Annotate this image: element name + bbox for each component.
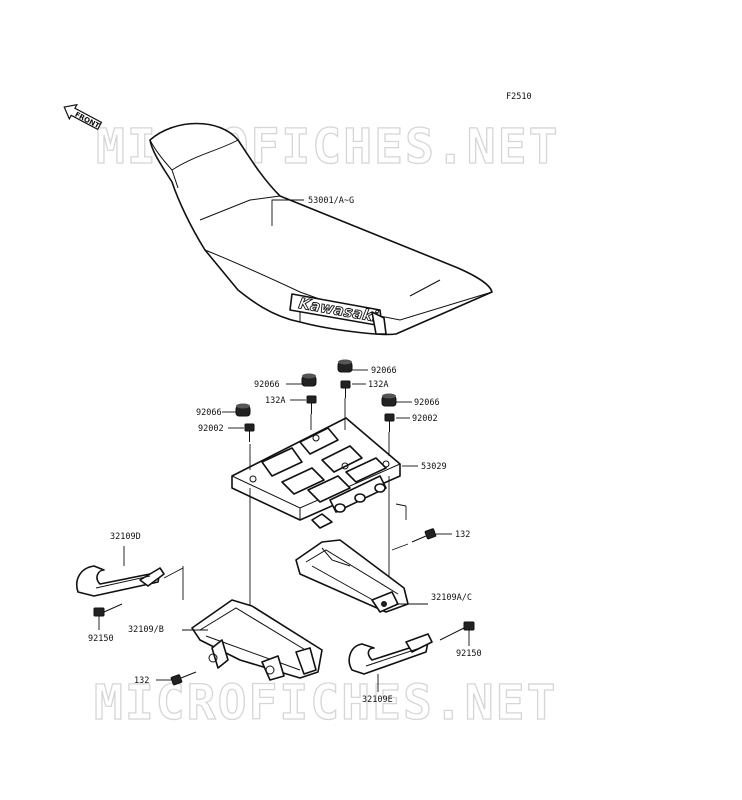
label-cap-left-upper: 92066 (254, 380, 280, 390)
cap-92066-right (381, 393, 397, 407)
label-handle-left: 32109D (110, 532, 141, 542)
bolt-92002-left (244, 423, 255, 442)
front-arrow-icon: FRONT (63, 103, 103, 131)
bracket-right (295, 539, 409, 613)
bolt-92002-right (384, 413, 395, 432)
cap-92066-left (235, 403, 251, 417)
label-132-left: 132 (134, 676, 149, 686)
bolt-132-left (170, 671, 197, 686)
watermark-bottom: MICROFICHES.NET (94, 675, 557, 731)
cap-92066-mid-left (301, 373, 317, 387)
label-bracket-right: 32109A/C (431, 593, 472, 603)
carrier-plate (231, 417, 401, 529)
bolt-92150-left (93, 603, 123, 617)
handle-right (348, 633, 433, 675)
bolt-132a-right (340, 380, 351, 398)
label-carrier: 53029 (421, 462, 447, 472)
diagram-code: F2510 (506, 92, 532, 102)
label-92150-right: 92150 (456, 649, 482, 659)
label-bracket-left: 32109/B (128, 625, 164, 635)
label-seat: 53001/A~G (308, 196, 354, 206)
label-92002-left: 92002 (198, 424, 224, 434)
label-handle-right: 32109E (362, 695, 393, 705)
seat: Kawasaki (149, 122, 493, 336)
handle-left (76, 565, 165, 597)
label-cap-mid-right: 92066 (414, 398, 440, 408)
label-92002-right: 92002 (412, 414, 438, 424)
label-cap-top: 92066 (371, 366, 397, 376)
label-92150-left: 92150 (88, 634, 114, 644)
label-132-right: 132 (455, 530, 470, 540)
cap-92066-top (337, 359, 353, 373)
label-cap-left-lower: 92066 (196, 408, 222, 418)
label-132a-left: 132A (265, 396, 285, 406)
front-arrow-label: FRONT (73, 111, 101, 131)
label-132a-right: 132A (368, 380, 388, 390)
bracket-left (191, 599, 323, 681)
bolt-132a-left (306, 395, 317, 414)
bolt-92150-right (439, 621, 475, 641)
bolt-132-right (411, 528, 437, 543)
